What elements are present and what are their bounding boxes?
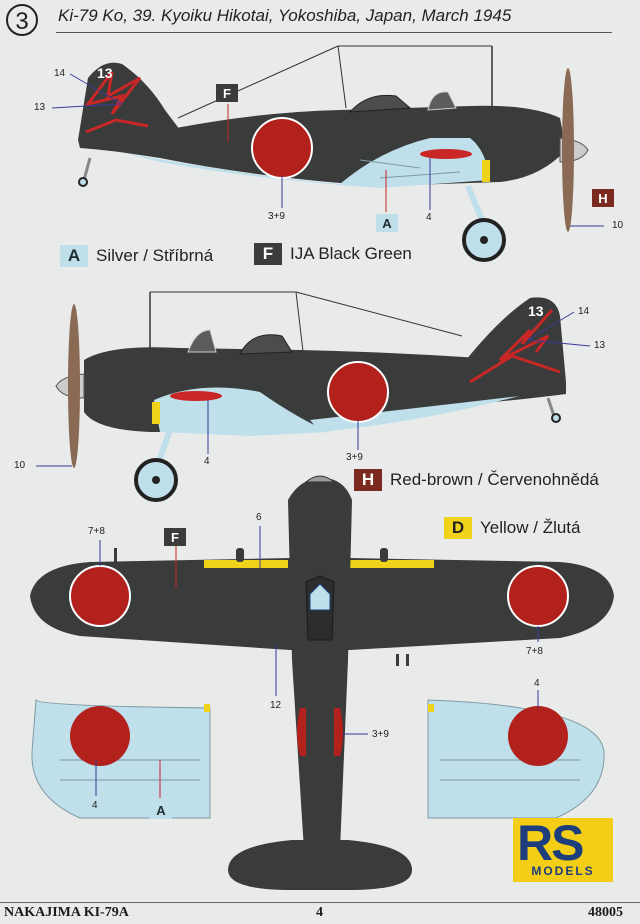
tail-lightning	[84, 71, 142, 115]
callout-14: 14	[54, 68, 66, 79]
top-view	[30, 475, 614, 890]
page-title: Ki-79 Ko, 39. Kyoiku Hikotai, Yokoshiba,…	[58, 6, 512, 25]
logo-main: RS	[517, 815, 584, 871]
propeller-1	[562, 68, 574, 232]
legend-swatch-a: A	[60, 245, 88, 267]
footer-kit-number: 48005	[588, 905, 623, 920]
callout-13: 13	[34, 102, 46, 113]
callout-14-b: 14	[578, 306, 590, 317]
title-underline	[56, 32, 612, 33]
marker-h-side: H	[592, 189, 614, 207]
callout-10: 10	[612, 220, 624, 231]
marker-f-side: F	[216, 84, 238, 102]
tail-fin-2	[466, 297, 566, 382]
profile-number: 3	[6, 4, 38, 36]
callout-7-8: 7+8	[88, 526, 105, 537]
legend-swatch-h: H	[354, 469, 382, 491]
footer-page-number: 4	[316, 905, 323, 920]
rs-models-logo: RS MODELS	[513, 815, 613, 882]
canopy	[348, 94, 412, 113]
callout-10-b: 10	[14, 460, 26, 471]
callout-13-b: 13	[594, 340, 606, 351]
legend-label-black-green: IJA Black Green	[290, 244, 412, 263]
side-view-right: 13	[51, 45, 604, 262]
top-fuselage	[288, 478, 352, 850]
hinomaru-side-1	[251, 117, 313, 179]
footer-rule	[0, 902, 640, 903]
legend-silver: A Silver / Stříbrná	[60, 245, 213, 267]
callout-6: 6	[256, 512, 262, 523]
marker-f-top: F	[164, 528, 186, 546]
tail-number-side-1: 13	[97, 65, 113, 81]
legend-swatch-f: F	[254, 243, 282, 265]
legend-label-yellow: Yellow / Žlutá	[480, 518, 581, 537]
marker-a-side: A	[376, 214, 398, 232]
legend-red-brown: H Red-brown / Červenohnědá	[354, 469, 599, 491]
top-stabilizer	[228, 840, 412, 890]
callout-12: 12	[270, 700, 282, 711]
callout-4: 4	[426, 212, 432, 223]
legend-label-silver: Silver / Stříbrná	[96, 246, 214, 265]
tail-number-side-2: 13	[528, 303, 544, 319]
legend-black-green: F IJA Black Green	[254, 243, 412, 265]
callout-3-9-c: 3+9	[372, 729, 389, 740]
propeller-2	[68, 304, 80, 468]
underside-silver	[120, 138, 490, 188]
legend-yellow: D Yellow / Žlutá	[444, 517, 580, 539]
callout-4-c: 4	[92, 800, 98, 811]
callout-3-9: 3+9	[268, 211, 285, 222]
side-view-left: 13	[36, 291, 591, 502]
callout-4-d: 4	[534, 678, 540, 689]
hinomaru-side-2	[327, 361, 389, 423]
legend-label-red-brown: Red-brown / Červenohnědá	[390, 470, 599, 489]
footer-model-name: NAKAJIMA KI-79A	[4, 905, 129, 920]
legend-swatch-d: D	[444, 517, 472, 539]
callout-4-b: 4	[204, 456, 210, 467]
callout-7-8-b: 7+8	[526, 646, 543, 657]
underside-wings	[31, 690, 605, 819]
marker-a-under: A	[150, 801, 172, 819]
logo-sub: MODELS	[531, 864, 595, 878]
callout-3-9-b: 3+9	[346, 452, 363, 463]
